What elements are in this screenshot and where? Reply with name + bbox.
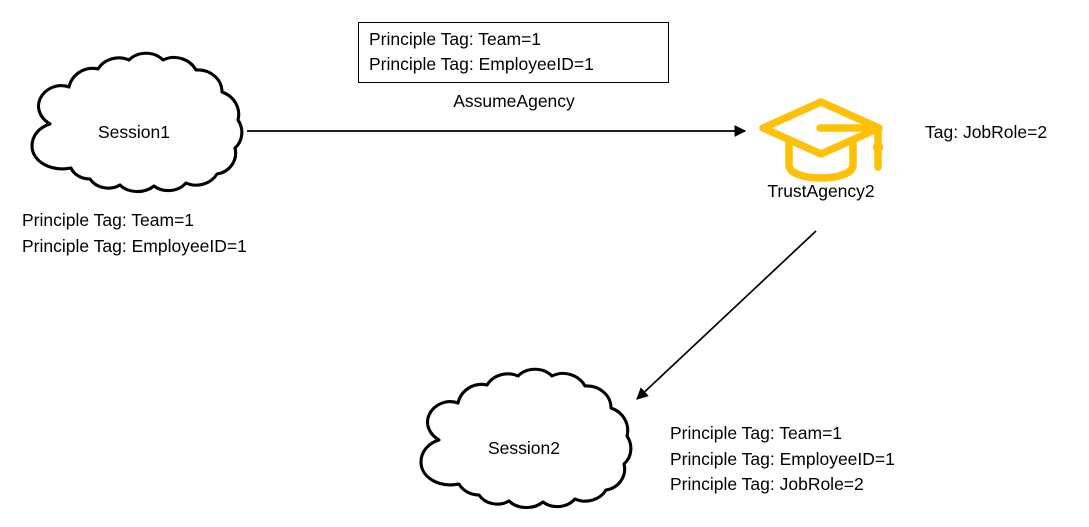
session2-tag-line-3: Principle Tag: JobRole=2	[670, 474, 864, 494]
graduation-cap-icon[interactable]	[759, 98, 884, 182]
session2-tag-line-2: Principle Tag: EmployeeID=1	[670, 448, 895, 469]
transitive-tags-line-2: Principle Tag: EmployeeID=1	[369, 54, 594, 74]
new-session-arrow	[636, 230, 817, 400]
transitive-tags-box: Principle Tag: Team=1 Principle Tag: Emp…	[358, 22, 669, 83]
node-label-trustagency2: TrustAgency2	[767, 181, 875, 201]
annotation-session2-tags: Principle Tag: Team=1 Principle Tag: Emp…	[670, 421, 895, 498]
node-label-session2: Session2	[488, 438, 560, 458]
edge-label-assume-agency: AssumeAgency	[453, 91, 575, 111]
node-label-session1: Session1	[98, 122, 170, 142]
annotation-session1-tags: Principle Tag: Team=1 Principle Tag: Emp…	[22, 208, 247, 259]
session2-tag-line-1: Principle Tag: Team=1	[670, 423, 843, 443]
transitive-tags-line-1: Principle Tag: Team=1	[369, 29, 542, 49]
annotation-trustagency2-tag: Tag: JobRole=2	[925, 120, 1047, 146]
node-session1-cloud[interactable]	[30, 51, 244, 194]
session1-tag-line-1: Principle Tag: Team=1	[22, 210, 195, 230]
trustagency2-tag-line-1: Tag: JobRole=2	[925, 122, 1048, 142]
node-session2-cloud[interactable]	[419, 367, 633, 510]
session1-tag-line-2: Principle Tag: EmployeeID=1	[22, 235, 247, 256]
